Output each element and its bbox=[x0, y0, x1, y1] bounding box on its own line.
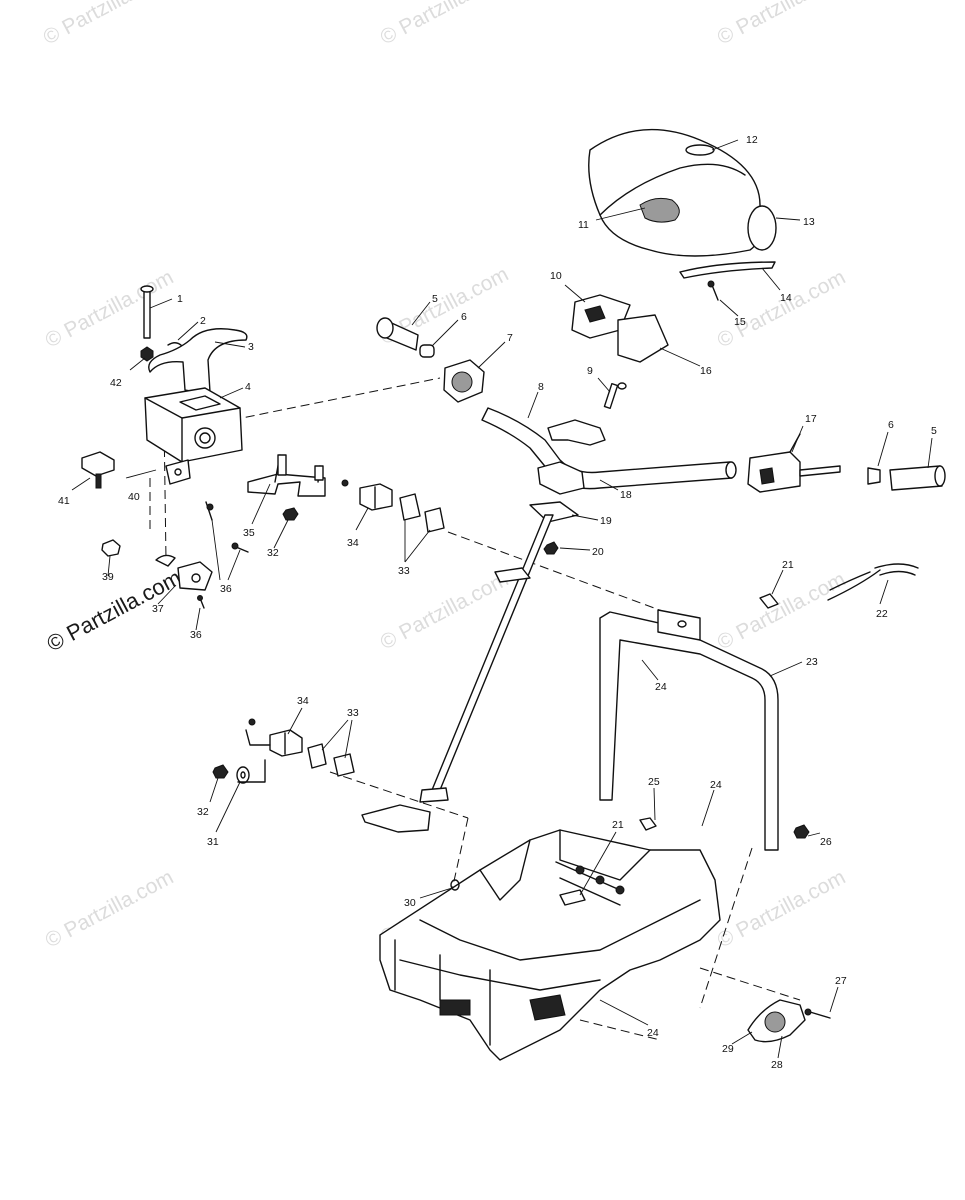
callout-27: 27 bbox=[835, 975, 847, 987]
watermark: © Partzilla.com bbox=[714, 266, 850, 353]
callout-4: 4 bbox=[245, 381, 251, 393]
callout-3: 3 bbox=[248, 341, 254, 353]
callout-37: 37 bbox=[152, 603, 164, 615]
callout-10: 10 bbox=[550, 270, 562, 282]
chassis-frame bbox=[379, 817, 810, 1061]
watermark: © Partzilla.com bbox=[377, 568, 513, 655]
callout-34-upper: 34 bbox=[347, 537, 359, 549]
callout-19: 19 bbox=[600, 515, 612, 527]
left-lower-hardware bbox=[81, 451, 249, 609]
steering-support-assembly bbox=[140, 285, 248, 463]
callout-7: 7 bbox=[507, 332, 513, 344]
callout-26: 26 bbox=[820, 836, 832, 848]
watermark: © Partzilla.com bbox=[714, 866, 850, 953]
callout-39: 39 bbox=[102, 571, 114, 583]
watermark: © Partzilla.com bbox=[42, 866, 178, 953]
callout-20: 20 bbox=[592, 546, 604, 558]
watermark: © Partzilla.com bbox=[714, 568, 850, 655]
callout-21-top: 21 bbox=[782, 559, 794, 571]
callout-2: 2 bbox=[200, 315, 206, 327]
callout-6-left: 6 bbox=[461, 311, 467, 323]
callout-24-frame: 24 bbox=[710, 779, 722, 791]
callout-numbers: 1 2 3 4 42 5 6 7 8 9 10 11 12 13 14 15 1… bbox=[58, 134, 937, 1071]
callout-24-bottom: 24 bbox=[647, 1027, 659, 1039]
callout-17: 17 bbox=[805, 413, 817, 425]
callout-6-right: 6 bbox=[888, 419, 894, 431]
callout-34-lower: 34 bbox=[297, 695, 309, 707]
callout-40: 40 bbox=[128, 491, 140, 503]
leader-lines bbox=[71, 139, 933, 1059]
callout-25: 25 bbox=[648, 776, 660, 788]
callout-23: 23 bbox=[806, 656, 818, 668]
callout-5-left: 5 bbox=[432, 293, 438, 305]
callout-35: 35 bbox=[243, 527, 255, 539]
steering-post bbox=[599, 563, 919, 851]
callout-36-lower: 36 bbox=[190, 629, 202, 641]
callout-33-upper: 33 bbox=[398, 565, 410, 577]
throttle-control bbox=[571, 294, 669, 363]
assembly-dash-lines bbox=[149, 377, 801, 1041]
callout-5-right: 5 bbox=[931, 425, 937, 437]
callout-24-hoop: 24 bbox=[655, 681, 667, 693]
tensioner-pulley bbox=[747, 999, 831, 1043]
callout-41: 41 bbox=[58, 495, 70, 507]
watermark: © Partzilla.com bbox=[42, 266, 178, 353]
callout-36-upper: 36 bbox=[220, 583, 232, 595]
callout-1: 1 bbox=[177, 293, 183, 305]
handlebar-assembly bbox=[481, 382, 737, 495]
callout-28: 28 bbox=[771, 1059, 783, 1071]
callout-18: 18 bbox=[620, 489, 632, 501]
callout-30: 30 bbox=[404, 897, 416, 909]
callout-21-frame: 21 bbox=[612, 819, 624, 831]
callout-9: 9 bbox=[587, 365, 593, 377]
callout-22: 22 bbox=[876, 608, 888, 620]
callout-29: 29 bbox=[722, 1043, 734, 1055]
right-control-assembly bbox=[747, 433, 946, 493]
watermark: © Partzilla.com bbox=[40, 0, 176, 49]
callout-32-lower: 32 bbox=[197, 806, 209, 818]
watermark: © Partzilla.com bbox=[377, 0, 513, 49]
callout-11: 11 bbox=[578, 219, 589, 231]
watermark: © Partzilla.com bbox=[714, 0, 850, 49]
callout-12: 12 bbox=[746, 134, 758, 146]
left-grip-assembly bbox=[376, 317, 485, 403]
callout-16: 16 bbox=[700, 365, 712, 377]
callout-42: 42 bbox=[110, 377, 122, 389]
callout-32-upper: 32 bbox=[267, 547, 279, 559]
callout-33-lower: 33 bbox=[347, 707, 359, 719]
hand-guard bbox=[588, 128, 777, 301]
callout-14: 14 bbox=[780, 292, 792, 304]
callout-15: 15 bbox=[734, 316, 746, 328]
lower-clamp-hardware bbox=[212, 718, 355, 784]
upper-clamp-hardware bbox=[247, 454, 445, 533]
callout-13: 13 bbox=[803, 216, 815, 228]
watermark-strong: © Partzilla.com bbox=[43, 565, 186, 657]
steering-column bbox=[361, 501, 579, 833]
callout-31: 31 bbox=[207, 836, 219, 848]
callout-8: 8 bbox=[538, 381, 544, 393]
